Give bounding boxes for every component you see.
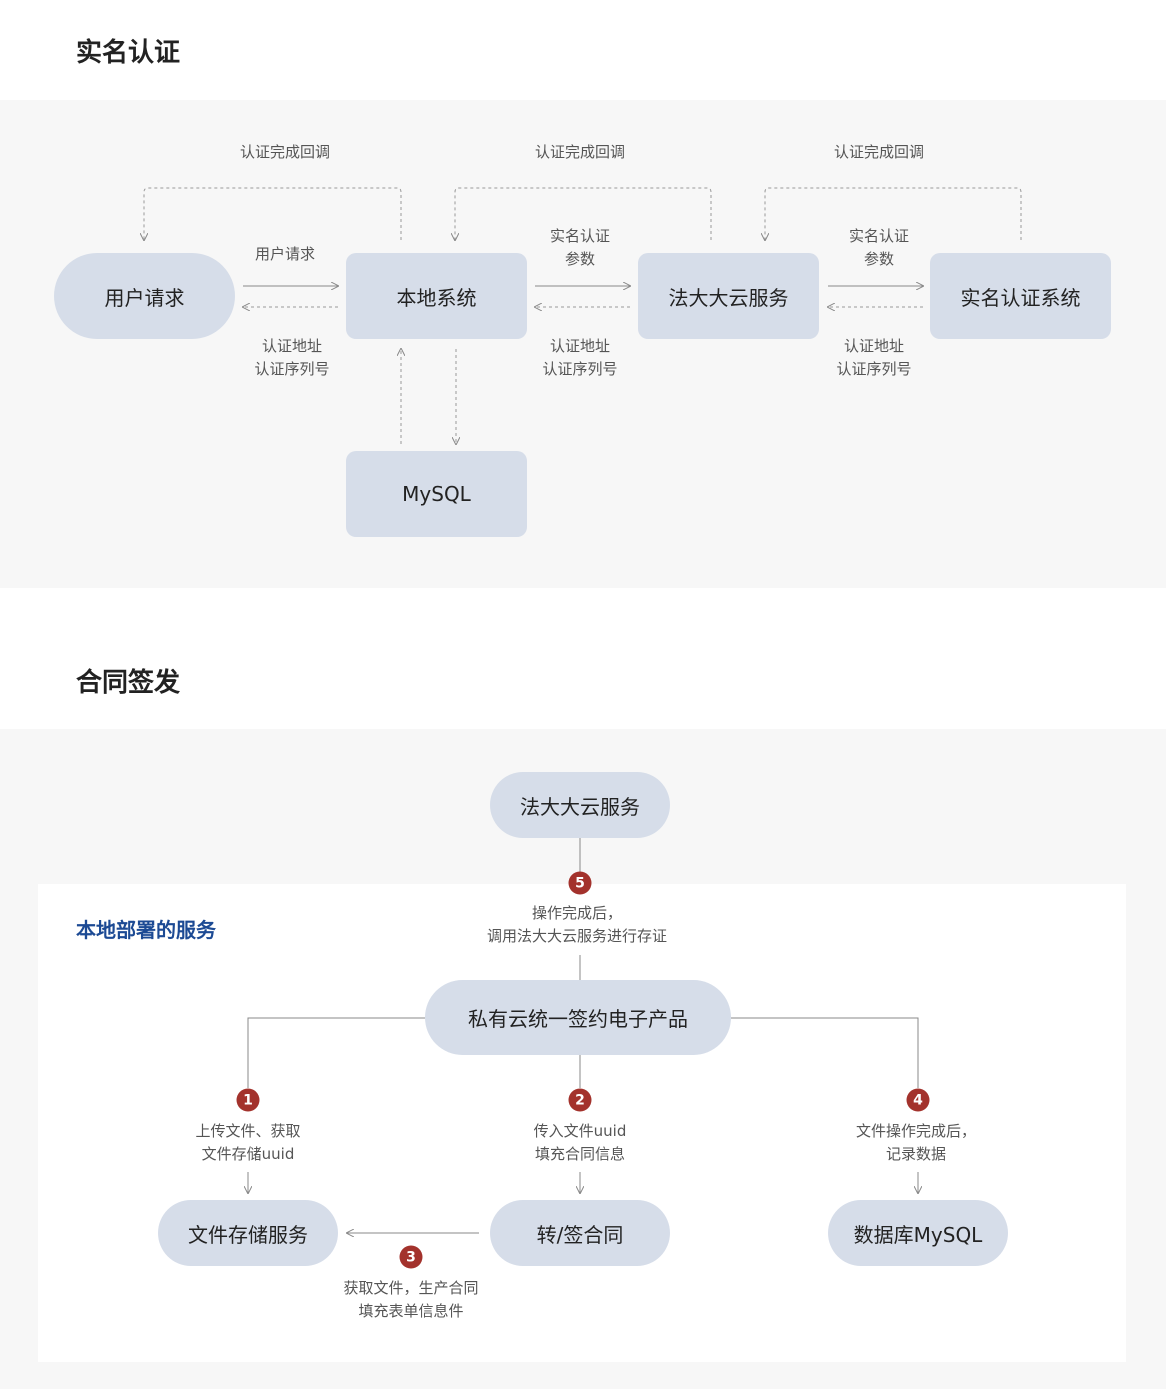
return-label-1: 认证地址 认证序列号 xyxy=(254,337,330,378)
local-system-node: 本地系统 xyxy=(346,253,527,339)
step1-line xyxy=(247,1017,425,1088)
contract-fadada-service-node: 法大大云服务 xyxy=(490,772,670,838)
step-badge-5: 5 xyxy=(568,871,592,895)
realname-system-node: 实名认证系统 xyxy=(930,253,1111,339)
step-badge-3: 3 xyxy=(399,1245,423,1269)
step-badge-1: 1 xyxy=(236,1088,260,1112)
step-label-3: 获取文件，生产合同 填充表单信息件 xyxy=(343,1279,479,1320)
return-label-2: 认证地址 认证序列号 xyxy=(542,337,618,378)
step4-line xyxy=(731,1017,919,1088)
callback-line-3 xyxy=(765,187,1022,240)
local-deploy-title: 本地部署的服务 xyxy=(76,918,216,942)
local-deploy-panel xyxy=(38,884,1126,1362)
private-cloud-node: 私有云统一签约电子产品 xyxy=(425,980,731,1055)
file-storage-node: 文件存储服务 xyxy=(158,1200,338,1266)
callback-label-1: 认证完成回调 xyxy=(239,143,331,161)
step-label-4: 文件操作完成后， 记录数据 xyxy=(855,1122,977,1163)
auth-section-title: 实名认证 xyxy=(76,38,181,68)
sign-contract-node: 转/签合同 xyxy=(490,1200,670,1266)
contract-section-title: 合同签发 xyxy=(76,668,181,698)
callback-label-2: 认证完成回调 xyxy=(534,143,626,161)
mysql-node: MySQL xyxy=(346,451,527,537)
params-label-2: 实名认证 参数 xyxy=(848,227,910,268)
callback-line-2 xyxy=(455,187,712,240)
step-badge-4: 4 xyxy=(906,1088,930,1112)
step-badge-2: 2 xyxy=(568,1088,592,1112)
callback-line-1 xyxy=(144,187,402,240)
database-node: 数据库MySQL xyxy=(828,1200,1008,1266)
fadada-service-node: 法大大云服务 xyxy=(638,253,819,339)
user-request-node: 用户请求 xyxy=(54,253,235,339)
auth-diagram-panel xyxy=(0,100,1166,588)
step-label-5: 操作完成后， 调用法大大云服务进行存证 xyxy=(486,904,668,945)
step-label-2: 传入文件uuid 填充合同信息 xyxy=(533,1122,627,1163)
return-label-3: 认证地址 认证序列号 xyxy=(836,337,912,378)
step-label-1: 上传文件、获取 文件存储uuid xyxy=(195,1122,301,1163)
request-arrow-label: 用户请求 xyxy=(254,245,316,263)
params-label-1: 实名认证 参数 xyxy=(549,227,611,268)
callback-label-3: 认证完成回调 xyxy=(833,143,925,161)
